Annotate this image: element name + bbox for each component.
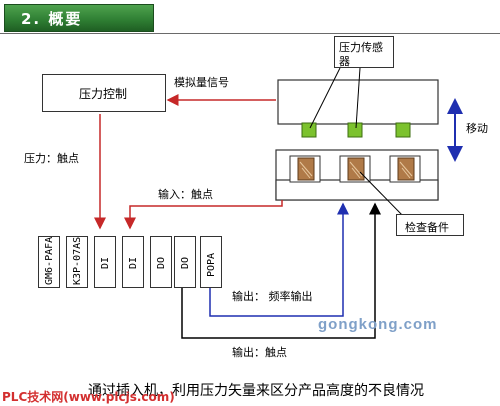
watermark: gongkong.com <box>318 316 438 333</box>
sensor-pointer-1 <box>309 67 341 129</box>
move-label: 移动 <box>466 122 488 135</box>
inspect-pointer <box>359 171 406 219</box>
fixture-base <box>275 179 439 201</box>
input-contact-label: 输入：触点 <box>158 188 213 201</box>
inspect-part-callout: 检查备件 <box>396 214 464 236</box>
plc-module-k3p-label: K3P-07AS <box>72 236 83 285</box>
pressure-contact-label: 压力：触点 <box>24 152 79 165</box>
pressure-control-box: 压力控制 <box>42 74 166 112</box>
analog-signal-label: 模拟量信号 <box>174 76 229 89</box>
page-title: 2. 概要 <box>21 10 83 28</box>
plc-module-di-2: DI <box>122 236 144 288</box>
source-footer: PLC技术网(www.plcjs.com) <box>2 390 175 404</box>
pressure-control-label: 压力控制 <box>79 87 128 101</box>
output-frequency-label: 输出： 频率输出 <box>232 290 313 303</box>
plc-module-do-1-label: DO <box>156 256 167 269</box>
plc-module-do-1: DO <box>150 236 172 288</box>
plc-module-gm6: GM6-PAFA <box>38 236 60 288</box>
plc-module-gm6-label: GM6-PAFA <box>44 236 55 285</box>
sensor-pointer-2 <box>355 67 361 129</box>
sensor-2 <box>347 122 363 138</box>
plc-module-di-1-label: DI <box>100 256 111 269</box>
caption: 通过插入机，利用压力矢量来区分产品高度的不良情况 <box>88 383 424 399</box>
inspect-part-label: 检查备件 <box>405 221 449 234</box>
pressure-sensor-callout: 压力传感 器 <box>334 36 394 68</box>
plc-module-di-1: DI <box>94 236 116 288</box>
output-contact-line <box>181 202 381 339</box>
header-divider <box>0 33 500 34</box>
plc-module-do-2-label: DO <box>180 256 191 269</box>
plc-module-popa: POPA <box>200 236 222 288</box>
sensor-1 <box>301 122 317 138</box>
plc-module-do-2: DO <box>174 236 196 288</box>
sensor-3 <box>395 122 411 138</box>
plc-module-di-2-label: DI <box>128 256 139 269</box>
header-bar: 2. 概要 <box>0 0 500 34</box>
input-contact-line <box>124 200 283 230</box>
output-contact-label: 输出：触点 <box>232 346 287 359</box>
output-frequency-line <box>209 202 349 317</box>
plc-module-popa-label: POPA <box>206 252 217 277</box>
pressure-sensor-label-1: 压力传感 <box>339 41 383 54</box>
pressure-sensor-label-2: 器 <box>339 55 350 68</box>
header-title-box: 2. 概要 <box>4 4 154 32</box>
plc-module-k3p: K3P-07AS <box>66 236 88 288</box>
